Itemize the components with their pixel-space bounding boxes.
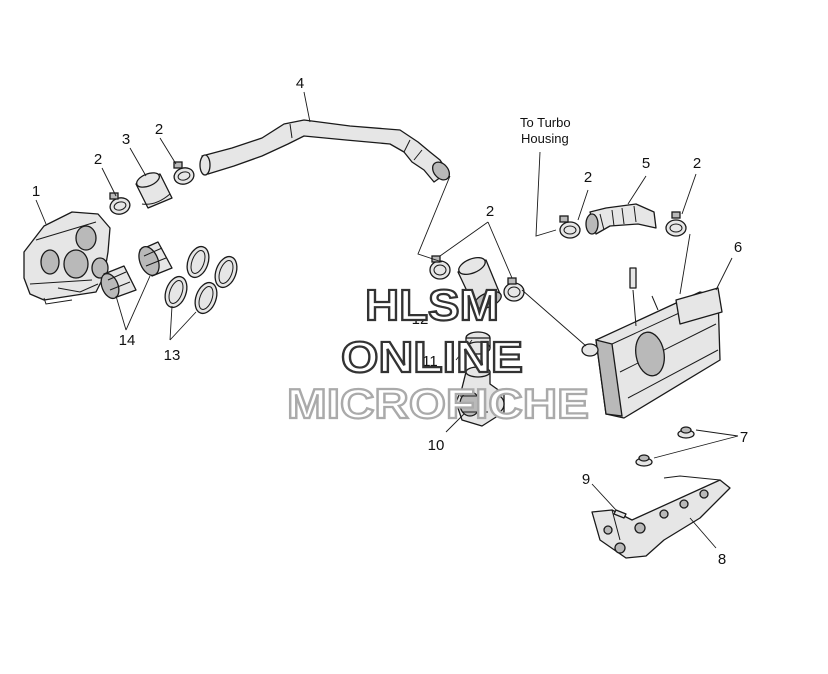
clamp-2-left[interactable] [108, 192, 131, 216]
clamp-13d[interactable] [191, 280, 221, 317]
clamp-13b[interactable] [211, 254, 241, 291]
clamp-2-right-a[interactable] [559, 215, 581, 239]
callout-10: 10 [428, 437, 445, 454]
callout-5: 5 [642, 155, 650, 172]
callout-13: 13 [164, 347, 181, 364]
callout-2: 2 [584, 169, 592, 186]
mounting-bracket[interactable] [591, 475, 731, 559]
callout-2: 2 [693, 155, 701, 172]
center-hose[interactable] [456, 254, 503, 311]
intake-sleeve[interactable] [135, 170, 173, 209]
callout-2: 2 [155, 121, 163, 138]
note-line-2: Housing [521, 131, 569, 146]
note-line-1: To Turbo [520, 115, 571, 130]
grommet-upper[interactable] [677, 426, 695, 439]
turbo-hose[interactable] [585, 203, 657, 235]
callout-7: 7 [740, 429, 748, 446]
clamp-2-right-b[interactable] [665, 211, 687, 237]
clamp-2-upper[interactable] [172, 161, 195, 186]
screw[interactable] [613, 509, 627, 519]
grommet-lower[interactable] [635, 454, 653, 467]
watermark-line-2: ONLINE [341, 333, 523, 382]
leader-lines [35, 91, 739, 549]
coupler-upper[interactable] [135, 241, 173, 278]
callout-2: 2 [486, 203, 494, 220]
watermark-line-1: HLSM [365, 281, 499, 330]
watermark-line-3: MICROFICHE [287, 380, 589, 427]
coupler-lower[interactable] [98, 265, 137, 301]
clamp-2-center-b[interactable] [503, 277, 525, 302]
callout-11: 11 [422, 353, 438, 370]
callout-8: 8 [718, 551, 726, 568]
callout-3: 3 [122, 131, 130, 148]
intake-tube[interactable] [199, 119, 453, 183]
bypass-valve[interactable] [455, 366, 505, 427]
callout-2: 2 [94, 151, 102, 168]
intercooler[interactable] [581, 267, 723, 419]
callout-6: 6 [734, 239, 742, 256]
callout-4: 4 [296, 75, 304, 92]
air-box-housing[interactable] [23, 211, 111, 305]
callout-9: 9 [582, 471, 590, 488]
callout-12: 12 [412, 311, 429, 328]
clamp-13a[interactable] [183, 244, 213, 281]
watermark: HLSM ONLINE MICROFICHE [286, 280, 590, 428]
callout-1: 1 [32, 183, 40, 200]
turbo-housing-note: To Turbo Housing [520, 115, 571, 146]
clamp-13c[interactable] [161, 274, 191, 311]
callout-labels: 1 2 3 2 4 14 13 2 12 11 10 2 5 2 6 7 9 8 [32, 75, 748, 568]
clamp-11[interactable] [465, 331, 491, 355]
callout-14: 14 [119, 332, 136, 349]
